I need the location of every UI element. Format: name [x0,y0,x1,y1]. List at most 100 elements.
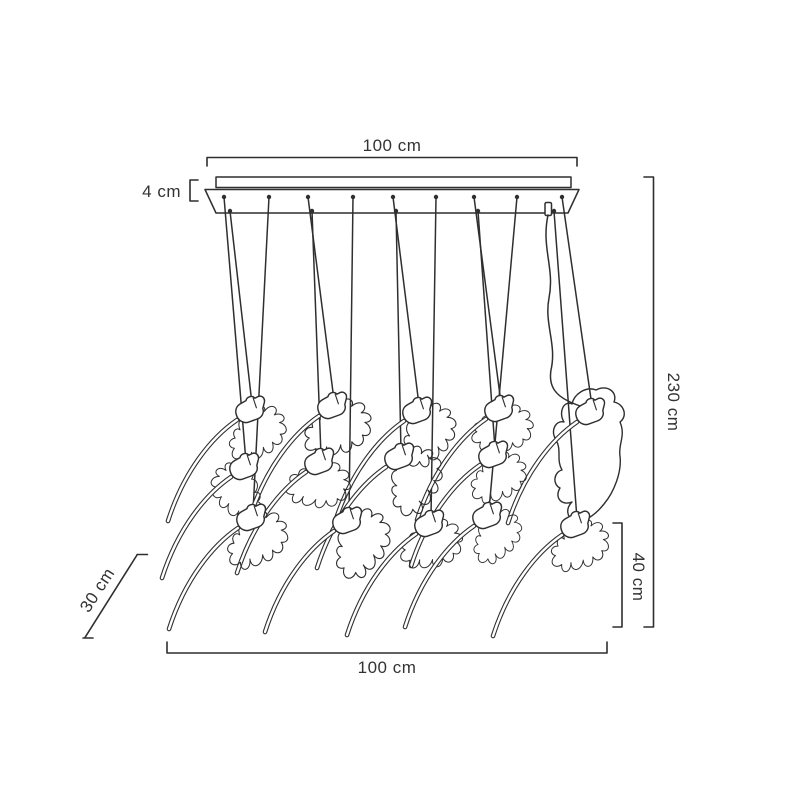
socket-body [575,397,606,426]
cord-line [561,196,593,407]
socket-body [414,509,445,538]
lamp-socket [332,506,363,535]
lamp-socket [478,440,509,469]
cord-line [395,210,402,452]
socket-body [236,503,267,532]
lamp-arm [262,506,391,635]
lamp-socket [472,501,503,530]
cord-pin [559,194,565,200]
lamp-socket [414,509,445,538]
socket-seam [334,393,339,405]
arc-tube-highlight [263,529,336,634]
cord-pin [350,194,356,200]
socket-seam [246,454,251,466]
socket-seam [577,512,582,524]
crumpled-shade [210,462,263,523]
lamp-arm [314,442,443,571]
dimension-label-canopy-height: 4 cm [142,182,181,201]
cord-pin [551,208,557,214]
suspension-cords [221,194,593,520]
lamp-arm [344,509,464,638]
lamp-socket [229,452,260,481]
arc-tube-highlight [409,463,482,568]
arc-tube-highlight [248,414,321,519]
socket-body [229,452,260,481]
arc-tube [166,525,241,632]
arc-tube [505,419,580,526]
arc-tube-highlight [333,419,406,524]
arc-tube-highlight [506,420,579,525]
lamp-socket [317,391,348,420]
cord-line [473,196,502,404]
cord-pin [471,194,477,200]
arc-tube-highlight [160,475,233,580]
cord [348,194,356,516]
cord [227,208,253,405]
lamp-socket [560,510,591,539]
lamp-arm [490,510,609,639]
cord [559,194,593,407]
socket-body [235,395,266,424]
crumpled-shade [550,519,609,573]
cord-line [430,196,437,519]
cord-pin [305,194,311,200]
dimension-label-total-height: 230 cm [664,373,683,432]
dimension-label-top-width: 100 cm [363,136,422,155]
arc-tube [402,523,477,630]
socket-seam [501,396,506,408]
crumpled-shade [470,451,527,504]
crumpled-shade [473,509,523,565]
lamp-socket [484,394,515,423]
dimension-label-depth: 30 cm [76,564,119,615]
lamp-socket [575,397,606,426]
cable-connector [544,201,553,217]
cord-pin [514,194,520,200]
socket-seam [321,449,326,461]
lamp-arm [402,501,523,630]
lamp-arm [159,452,263,581]
lamp-socket [235,395,266,424]
lamp-arm [234,447,351,576]
arc-tube-highlight [345,532,418,637]
crumpled-shade [227,510,289,570]
socket-body [484,394,515,423]
cord [551,208,578,520]
lamp-arm [505,397,606,526]
cord-line [392,196,420,406]
arc-tube [159,474,234,581]
dimension-line [206,156,578,167]
dimension-line [82,553,149,639]
lamp-arm [332,396,457,525]
cord-pin [221,194,227,200]
lamp-socket [304,447,335,476]
lamp-socket [402,396,433,425]
arc-tube-highlight [166,418,239,523]
canopy-top-plate [215,176,572,189]
arc-tube-highlight [235,470,308,575]
socket-body [332,506,363,535]
dimension-line [643,176,655,628]
cord [471,194,502,404]
socket-seam [349,508,354,520]
cord-pin [227,208,233,214]
cord-line [348,196,354,516]
arc-tube-highlight [167,526,240,631]
socket-seam [431,511,436,523]
cord-pin [390,194,396,200]
cord-line [553,210,578,520]
arc-tube-highlight [491,533,564,638]
crumpled-shade [402,402,457,468]
lamp-arm [165,395,287,524]
dimension-line [166,641,608,654]
dimension-depth: 30 cm [76,553,149,639]
lamp-arm [408,440,527,569]
socket-body [317,391,348,420]
lamp-arm [166,503,289,632]
cord-pin [475,208,481,214]
cord-pin [433,194,439,200]
socket-body [402,396,433,425]
lamp-socket [236,503,267,532]
dimension-top-width: 100 cm [206,136,578,167]
canopy-body [204,188,580,214]
